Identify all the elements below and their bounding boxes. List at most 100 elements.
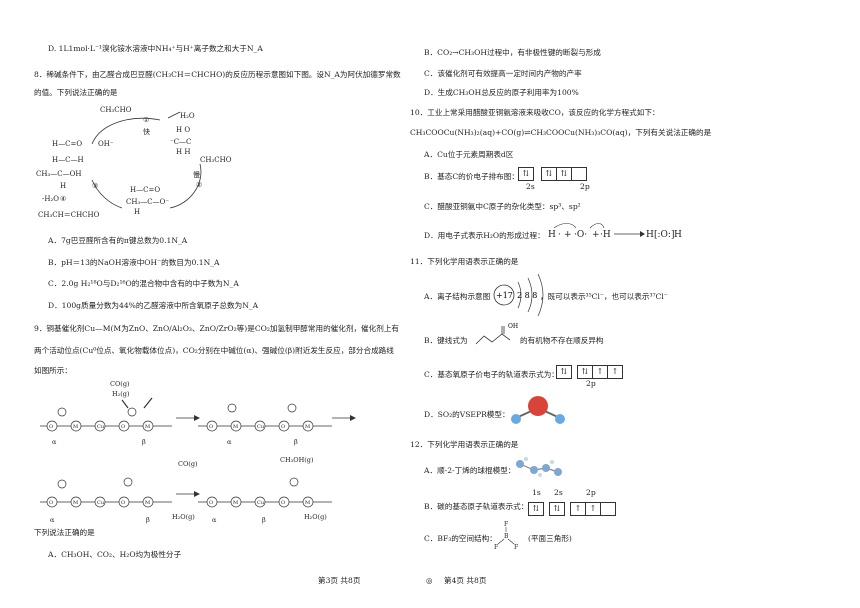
- q10-stem: 10．工业上常采用醋酸亚铜氨溶液来吸收CO，该反应的化学方程式如下：: [410, 108, 660, 117]
- svg-text:H—C=O: H—C=O: [130, 186, 160, 194]
- svg-text:M: M: [145, 500, 150, 506]
- q10-b-2s-label: 2s: [526, 182, 535, 191]
- svg-text:·O·: ·O·: [574, 230, 587, 240]
- svg-text:·H: ·H: [600, 230, 611, 240]
- q9-fig-h2o-g-2: H₂O(g): [304, 513, 327, 521]
- q11-a-nucleus: +17: [496, 291, 513, 300]
- svg-text:Cu: Cu: [97, 500, 105, 506]
- q10-option-c: C．醋酸亚铜氨中C原子的杂化类型：sp³、sp²: [424, 202, 581, 211]
- svg-text:⁻C—C: ⁻C—C: [170, 138, 191, 146]
- q12-option-a: A．顺-2-丁烯的球棍模型：: [424, 466, 516, 475]
- svg-text:M: M: [305, 424, 310, 430]
- svg-text:H: H: [134, 208, 140, 216]
- q12-b-2s-label: 2s: [554, 488, 563, 497]
- q8-fig-step1: ①: [143, 116, 149, 124]
- q8-fig-slow: 慢: [193, 170, 200, 179]
- q12-a-ball-stick-model: [516, 457, 562, 477]
- svg-text:O: O: [121, 424, 125, 430]
- q9-fig-alpha-2: α: [227, 438, 232, 446]
- q11-stem: 11．下列化学用语表示正确的是: [410, 257, 519, 266]
- q8-option-c: C．2.0g H₂¹⁸O与D₂¹⁶O的混合物中含有的中子数为N_A: [48, 279, 239, 288]
- q11-a-shells: 2 8 8: [517, 291, 537, 300]
- q9-fig-co-g-2: CO(g): [178, 460, 198, 468]
- q9-option-c: C．该催化剂可有效提高一定时间内产物的产率: [424, 69, 582, 78]
- q8-fig-minus-h2o: -H₂O: [42, 195, 59, 203]
- svg-text:H: H: [60, 182, 66, 190]
- q9-fig-alpha-3: α: [50, 516, 55, 524]
- svg-text:M: M: [233, 500, 238, 506]
- q11-b-skeletal-formula: OH: [475, 323, 518, 345]
- q9-fig-beta-2: β: [294, 438, 298, 446]
- q8-option-d: D．100g质量分数为44%的乙醛溶液中所含氧原子总数为N_A: [48, 301, 259, 310]
- svg-text:Cu: Cu: [257, 424, 265, 430]
- q11-a-ion-structure: +17 2 8 8: [493, 273, 544, 317]
- q11-c-2p-label: 2p: [586, 379, 596, 388]
- q11-option-a-prefix: A．离子结构示意图: [424, 292, 491, 301]
- svg-text:+: +: [564, 230, 572, 240]
- q8-stem-line1: 8．稀碱条件下，由乙醛合成巴豆醛(CH₃CH＝CHCHO)的反应历程示意图如下图…: [34, 70, 401, 79]
- q9-option-b: B．CO₂→CH₃OH过程中，有非极性键的断裂与形成: [424, 48, 601, 57]
- svg-text:CH₃—C—O⁻: CH₃—C—O⁻: [126, 198, 169, 206]
- svg-text:O: O: [209, 424, 213, 430]
- svg-text:O: O: [209, 500, 213, 506]
- q9-fig-beta-1: β: [142, 438, 146, 446]
- q8-stem-line2: 的值。下列说法正确的是: [34, 88, 118, 97]
- svg-text:M: M: [233, 424, 238, 430]
- q8-fig-product: CH₃CH＝CHCHO: [38, 211, 100, 219]
- svg-text:O: O: [281, 500, 285, 506]
- q11-option-b-prefix: B．键线式为: [424, 336, 468, 345]
- q9-fig-beta-3: β: [146, 516, 150, 524]
- q8-option-a: A．7g巴豆醛所含有的π键总数为0.1N_A: [48, 236, 188, 245]
- q9-stem-line3: 如图所示：: [34, 366, 72, 375]
- bf3-b-center: B: [504, 533, 509, 540]
- bf3-f-left: F: [494, 544, 498, 551]
- svg-text:M: M: [73, 424, 78, 430]
- svg-text:M: M: [145, 424, 150, 430]
- svg-text:H: H: [646, 230, 654, 240]
- q9-question: 下列说法正确的是: [34, 528, 95, 537]
- q11-d-vsepr-model: [511, 396, 565, 424]
- q8-fig-fast: 快: [143, 127, 150, 136]
- q12-b-1s-label: 1s: [532, 488, 541, 497]
- svg-text:O: O: [49, 424, 53, 430]
- q9-fig-beta-4: β: [262, 516, 266, 524]
- q8-fig-top-label: CH₃CHO: [100, 106, 132, 114]
- q8-fig-oh: OH⁻: [98, 140, 114, 148]
- q12-option-c: C．BF₃的空间结构：: [424, 534, 497, 543]
- q9-option-a: A．CH₃OH、CO₂、H₂O均为极性分子: [48, 550, 182, 559]
- svg-text:CH₃—C—OH: CH₃—C—OH: [36, 170, 81, 178]
- q10-option-b: B．基态C的价电子排布图：: [424, 172, 519, 181]
- svg-text:O: O: [121, 500, 125, 506]
- q10-option-d: D．用电子式表示H₂O的形成过程：: [424, 231, 545, 240]
- q9-fig-alpha-4: α: [212, 516, 217, 524]
- q11-option-c: C．基态氧原子价电子的轨道表示式为：: [424, 370, 559, 379]
- svg-text:Cu: Cu: [97, 424, 105, 430]
- q12-b-2p-label: 2p: [586, 488, 596, 497]
- svg-text:H H: H H: [176, 148, 190, 156]
- q10-option-a: A．Cu位于元素周期表d区: [424, 150, 514, 159]
- svg-text:O: O: [49, 500, 53, 506]
- q9-option-d: D．生成CH₃OH总反应的原子利用率为100%: [424, 88, 579, 97]
- q8-fig-ch2cho: CH₃CHO: [200, 156, 232, 164]
- q8-option-b: B．pH＝13的NaOH溶液中OH⁻的数目为0.1N_A: [48, 258, 220, 267]
- svg-text:Cu: Cu: [257, 500, 265, 506]
- q9-fig-alpha-1: α: [52, 438, 57, 446]
- bf3-f-right: F: [514, 544, 518, 551]
- q12-b-orbital-diagram: ⇅⇅↑↑: [528, 498, 616, 517]
- svg-text:O: O: [281, 424, 285, 430]
- svg-text:H—C=O: H—C=O: [52, 140, 82, 148]
- q9-fig-co-g: CO(g): [110, 380, 130, 388]
- q10-b-orbital-diagram: ⇅⇅⇅: [518, 163, 587, 182]
- q12-c-bf3-structure: F B F F: [494, 521, 518, 551]
- q12-stem: 12．下列化学用语表示正确的是: [410, 440, 519, 449]
- footer-separator-icon: ◎: [426, 576, 433, 585]
- q8-reaction-cycle-figure: CH₃CHO ① 快 H₂O OH⁻ CH₃CHO 慢 ② ③ -H₂O ④ C…: [36, 106, 232, 219]
- q11-option-d: D．SO₂的VSEPR模型：: [424, 410, 510, 419]
- q12-c-note: (平面三角形): [528, 534, 572, 543]
- q9-stem-line2: 两个活动位点(Cu⁰位点、氧化物载体位点)，CO₂分别在中碱位(α)、强碱位(β…: [34, 346, 394, 355]
- q11-b-oh-label: OH: [508, 323, 518, 330]
- q8-fig-h2o: H₂O: [180, 112, 195, 120]
- q9-fig-h2-g: H₂(g): [112, 390, 130, 398]
- q7-option-d: D. 1L1mol·L⁻¹溴化铵水溶液中NH₄⁺与H⁺离子数之和大于N_A: [48, 44, 263, 53]
- footer-left-page-number: 第3页 共8页: [318, 576, 361, 585]
